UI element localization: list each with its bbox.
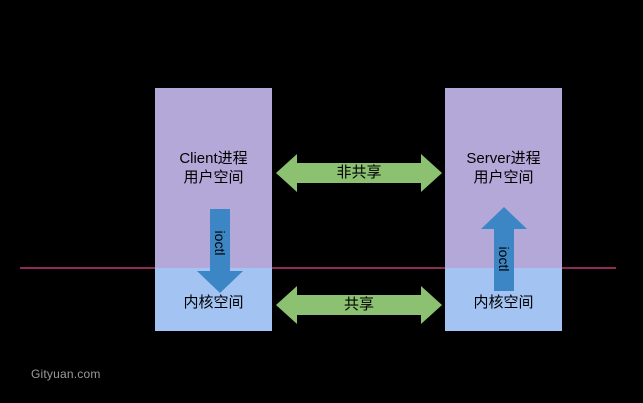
user-space-connector-right-tip-icon (421, 154, 442, 192)
kernel-space-connector-bar (297, 295, 421, 315)
user-space-connector-bar (297, 163, 421, 183)
client-ioctl-arrow-head (197, 271, 243, 293)
watermark: Gityuan.com (31, 367, 101, 381)
kernel-space-connector-left-tip-icon (276, 286, 297, 324)
client-user-space-subtitle: 用户空间 (183, 169, 244, 186)
server-ioctl-arrow-head (481, 207, 527, 229)
server-user-space-label: Server进程 用户空间 (445, 149, 562, 187)
server-ioctl-label: ioctl (496, 246, 512, 272)
server-ioctl-arrow-shaft (494, 229, 514, 291)
client-ioctl-arrow-shaft (210, 209, 230, 271)
user-space-connector-arrow: 非共享 (276, 154, 442, 192)
client-user-space-title: Client进程 (179, 150, 248, 167)
server-user-space-title: Server进程 (466, 150, 541, 167)
client-kernel-space-label: 内核空间 (183, 294, 244, 311)
server-kernel-space-label: 内核空间 (473, 294, 534, 311)
client-user-space-label: Client进程 用户空间 (155, 149, 272, 187)
client-ioctl-label: ioctl (212, 230, 228, 256)
kernel-space-connector-right-tip-icon (421, 286, 442, 324)
server-user-space-subtitle: 用户空间 (473, 169, 534, 186)
server-ioctl-arrow-up-icon: ioctl (481, 207, 527, 291)
user-space-connector-label: 非共享 (336, 164, 382, 181)
client-ioctl-arrow-down-icon: ioctl (197, 209, 243, 293)
user-space-connector-left-tip-icon (276, 154, 297, 192)
user-kernel-boundary-line (20, 267, 616, 269)
kernel-space-connector-arrow: 共享 (276, 286, 442, 324)
kernel-space-connector-label: 共享 (343, 296, 374, 313)
